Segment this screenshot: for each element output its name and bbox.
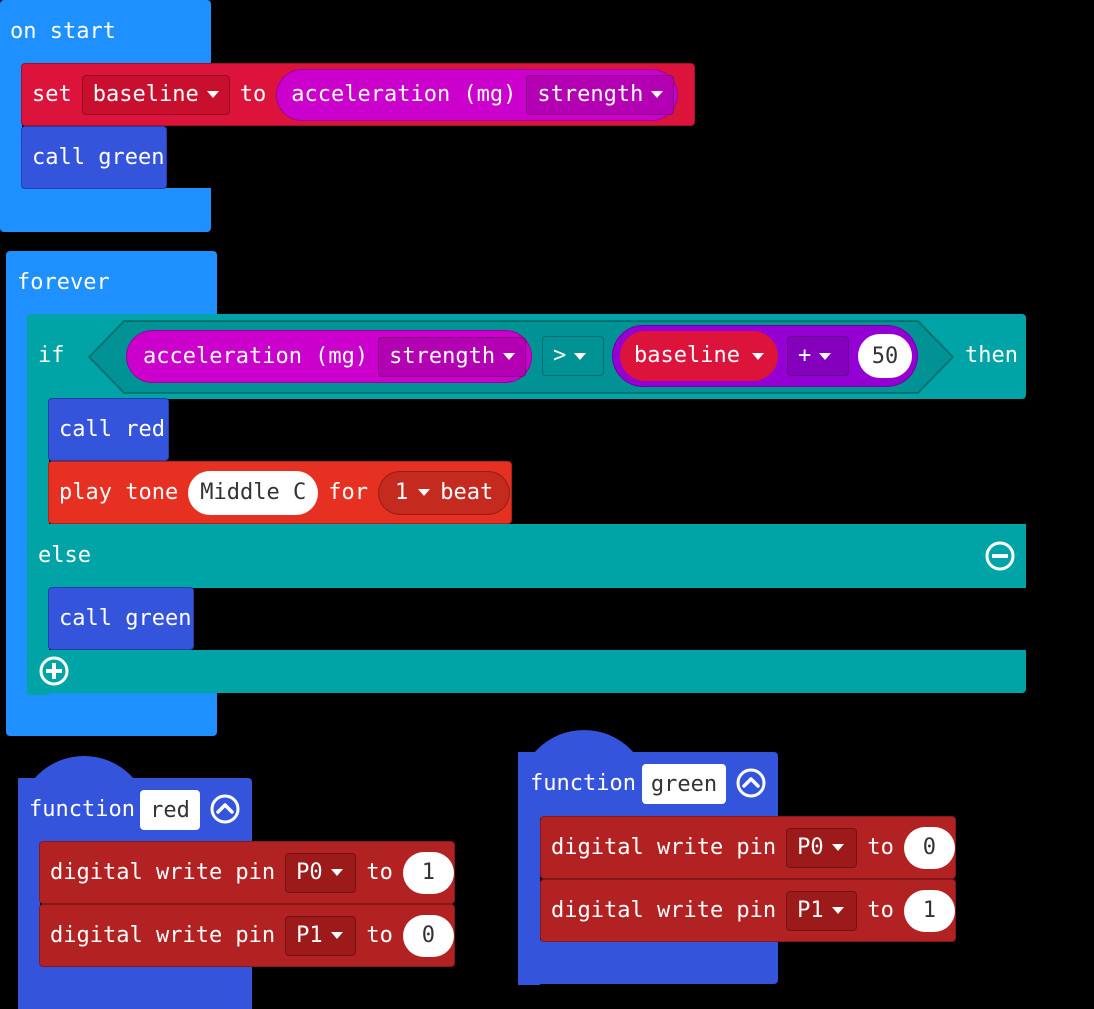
chevron-down-icon <box>831 907 844 914</box>
on-start-hat[interactable] <box>0 0 211 64</box>
condition-dimension-value: strength <box>389 343 496 369</box>
chevron-up-circle-icon[interactable] <box>209 793 241 825</box>
function-red-spine <box>18 836 40 1009</box>
to-label: to <box>867 897 894 923</box>
plus-circle-icon[interactable] <box>38 655 70 687</box>
function-green-block[interactable]: function green <box>518 730 780 985</box>
to-label: to <box>867 834 894 860</box>
on-start-label: on start <box>10 19 116 44</box>
chevron-down-icon <box>206 91 219 98</box>
digital-write-label: digital write pin <box>50 859 276 885</box>
on-start-spine <box>0 60 22 200</box>
number-input[interactable]: 50 <box>858 334 912 378</box>
value-input[interactable]: 0 <box>402 914 454 957</box>
digital-write-label: digital write pin <box>551 834 777 860</box>
call-red-block[interactable]: call red <box>48 398 169 461</box>
baseline-variable-name: baseline <box>634 343 740 368</box>
chevron-down-icon <box>751 352 764 360</box>
beat-label: beat <box>440 479 494 505</box>
condition-dimension-dropdown[interactable]: strength <box>378 336 527 377</box>
for-label: for <box>328 479 368 505</box>
baseline-variable-reporter[interactable]: baseline <box>620 331 778 381</box>
pin-value: P0 <box>797 834 824 860</box>
set-variable-block[interactable]: set baseline to acceleration (mg) streng… <box>21 63 695 126</box>
pin-value: P0 <box>296 859 323 885</box>
beat-dropdown[interactable]: 1 beat <box>377 470 510 515</box>
call-label: call green <box>32 144 165 170</box>
to-label: to <box>366 859 393 885</box>
else-row[interactable] <box>27 524 1026 588</box>
value-input[interactable]: 0 <box>903 826 955 869</box>
forever-footer <box>6 691 217 736</box>
variable-name: baseline <box>92 81 199 107</box>
function-red-footer <box>18 966 252 1009</box>
note-input[interactable]: Middle C <box>188 470 319 515</box>
pin-dropdown[interactable]: P0 <box>285 852 357 893</box>
comparison-operator-dropdown[interactable]: > <box>542 336 604 376</box>
condition-acceleration-reporter[interactable]: acceleration (mg) strength <box>126 330 532 383</box>
function-green-name-input[interactable]: green <box>642 764 726 804</box>
digital-write-row-2[interactable]: digital write pin P1 to 0 <box>39 904 455 967</box>
to-label: to <box>366 922 393 948</box>
pin-value: P1 <box>296 922 323 948</box>
forever-label: forever <box>17 270 110 295</box>
acceleration-reporter[interactable]: acceleration (mg) strength <box>276 68 679 121</box>
set-label: set <box>32 81 72 107</box>
value-input[interactable]: 1 <box>402 851 454 894</box>
digital-write-label: digital write pin <box>50 922 276 948</box>
digital-write-label: digital write pin <box>551 897 777 923</box>
pin-dropdown[interactable]: P1 <box>285 915 357 956</box>
call-green-block[interactable]: call green <box>21 126 167 189</box>
chevron-down-icon <box>651 91 664 98</box>
math-operator-dropdown[interactable]: + <box>787 336 849 376</box>
sensor-label: acceleration (mg) <box>291 81 517 107</box>
if-label: if <box>38 343 65 368</box>
dimension-dropdown[interactable]: strength <box>526 74 675 115</box>
call-green-else-block[interactable]: call green <box>48 587 194 650</box>
forever-spine <box>6 311 28 701</box>
dimension-value: strength <box>537 81 644 107</box>
condition-sensor-label: acceleration (mg) <box>143 343 369 369</box>
function-red-block[interactable]: function red <box>18 756 254 1009</box>
play-tone-label: play tone <box>59 479 179 505</box>
on-start-footer <box>0 188 211 232</box>
value-input[interactable]: 1 <box>903 889 955 932</box>
pin-dropdown[interactable]: P1 <box>786 890 858 931</box>
chevron-down-icon <box>574 352 587 360</box>
chevron-down-icon <box>503 353 516 360</box>
function-red-name-input[interactable]: red <box>140 790 200 830</box>
pin-dropdown[interactable]: P0 <box>786 827 858 868</box>
digital-write-row-4[interactable]: digital write pin P1 to 1 <box>540 879 956 942</box>
math-operator-value: + <box>798 343 812 368</box>
chevron-down-icon <box>819 352 832 360</box>
function-green-footer <box>518 940 778 984</box>
pin-value: P1 <box>797 897 824 923</box>
chevron-down-icon <box>330 869 343 876</box>
function-red-keyword: function <box>29 797 135 822</box>
digital-write-row-1[interactable]: digital write pin P0 to 1 <box>39 841 455 904</box>
function-green-keyword: function <box>530 771 636 796</box>
play-tone-block[interactable]: play tone Middle C for 1 beat <box>48 461 512 524</box>
if-footer[interactable] <box>27 650 1026 693</box>
to-label: to <box>239 81 267 107</box>
on-start-block[interactable]: on start <box>0 0 212 232</box>
chevron-down-icon <box>418 489 431 496</box>
call-green-else-label: call green <box>59 605 192 631</box>
chevron-down-icon <box>831 844 844 851</box>
variable-dropdown[interactable]: baseline <box>81 74 230 115</box>
call-red-label: call red <box>59 416 165 442</box>
forever-block[interactable]: forever <box>6 251 218 736</box>
else-label: else <box>38 543 91 568</box>
beat-count: 1 <box>394 479 409 505</box>
then-label: then <box>965 343 1018 368</box>
digital-write-row-3[interactable]: digital write pin P0 to 0 <box>540 816 956 879</box>
chevron-up-circle-icon[interactable] <box>735 767 767 799</box>
operator-value: > <box>553 343 567 368</box>
minus-circle-icon[interactable] <box>984 540 1016 572</box>
forever-hat[interactable] <box>6 251 217 317</box>
chevron-down-icon <box>330 932 343 939</box>
